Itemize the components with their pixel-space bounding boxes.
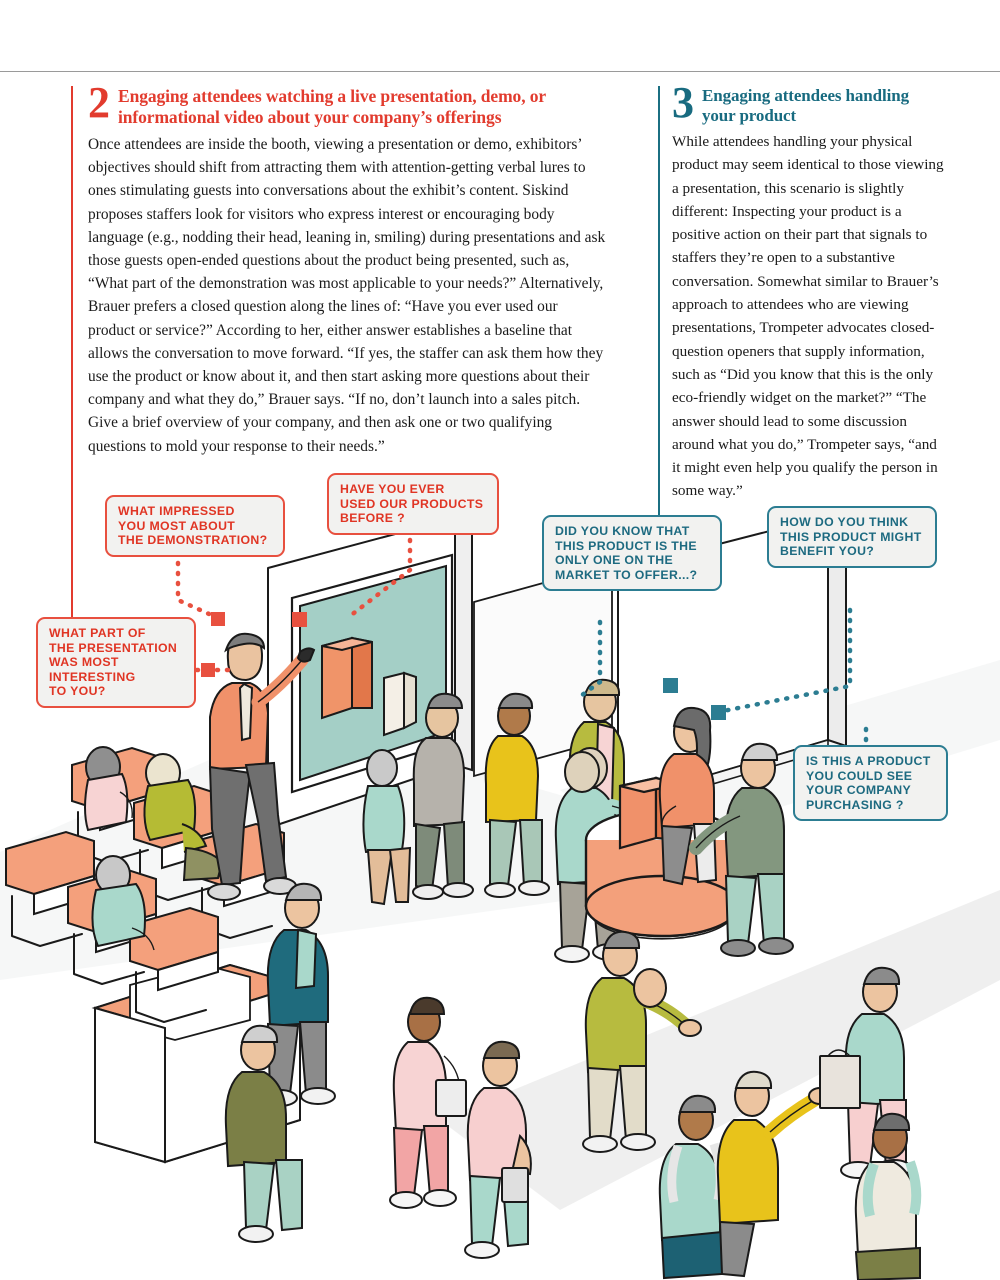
callout-what-impressed: WHAT IMPRESSED YOU MOST ABOUT THE DEMONS…: [105, 495, 285, 557]
visitor-olive-pants-backpack: [854, 1112, 922, 1280]
attendee-handling-product: [564, 751, 600, 793]
visitor-pink-top: [464, 1040, 532, 1259]
right-column-rule: [658, 86, 660, 520]
section-2: 2 Engaging attendees watching a live pre…: [88, 78, 608, 458]
attendee-green-sweater: [689, 742, 794, 957]
visitor-olive-sweater-left: [633, 968, 667, 1008]
section-2-body: Once attendees are inside the booth, vie…: [88, 136, 606, 455]
attendee-yellow-shirt: [484, 692, 550, 898]
visitor-handbag-woman: [389, 996, 467, 1209]
callout-purchasing: IS THIS A PRODUCT YOU COULD SEE YOUR COM…: [793, 745, 948, 822]
screen-product-shapes: [321, 636, 417, 737]
connector-lines-teal: [575, 607, 869, 743]
callout-what-part: WHAT PART OF THE PRESENTATION WAS MOST I…: [36, 617, 196, 708]
section-3-header: 3 Engaging attendees handling your produ…: [672, 78, 944, 127]
callout-how-benefit: HOW DO YOU THINK THIS PRODUCT MIGHT BENE…: [767, 506, 937, 568]
section-2-header: 2 Engaging attendees watching a live pre…: [88, 78, 608, 128]
section-2-heading: Engaging attendees watching a live prese…: [118, 86, 546, 127]
section-3-body: While attendees handling your physical p…: [672, 133, 944, 500]
attendee-green-dress: [362, 749, 412, 906]
booth-illustration: .ln{fill:none;stroke:#1a1a1a;stroke-widt…: [0, 420, 1000, 1280]
seated-attendee-mint: [91, 855, 155, 951]
visitor-yellow-dress: [716, 1070, 832, 1278]
connector-nodes-red: [201, 612, 307, 677]
callout-have-you-ever: HAVE YOU EVER USED OUR PRODUCTS BEFORE ?: [327, 473, 499, 535]
visitor-olive-desk: [224, 1024, 303, 1243]
staffer-orange-woman: [658, 706, 718, 886]
presenter-figure: [207, 632, 316, 901]
callout-did-you-know: DID YOU KNOW THAT THIS PRODUCT IS THE ON…: [542, 515, 722, 592]
section-3-heading: Engaging attendees handling your product: [702, 86, 910, 125]
attendee-gray-shirt: [412, 692, 474, 900]
section-3: 3 Engaging attendees handling your produ…: [672, 78, 944, 503]
visitor-yellow-sweater-pointing: [582, 930, 702, 1153]
visitor-mint-backpack: [658, 1094, 725, 1280]
section-3-number: 3: [672, 78, 694, 127]
seated-attendee-olive: [143, 753, 224, 882]
top-divider-rule: [0, 71, 1000, 72]
left-column-rule: [71, 86, 73, 620]
seated-attendee-pink: [84, 746, 133, 832]
section-2-number: 2: [88, 78, 110, 127]
connector-lines-red: [119, 527, 413, 688]
connector-nodes-teal: [663, 678, 726, 720]
booth-screen-wall: [267, 516, 473, 829]
booth-illustration-svg: .ln{fill:none;stroke:#1a1a1a;stroke-widt…: [0, 514, 1000, 1280]
